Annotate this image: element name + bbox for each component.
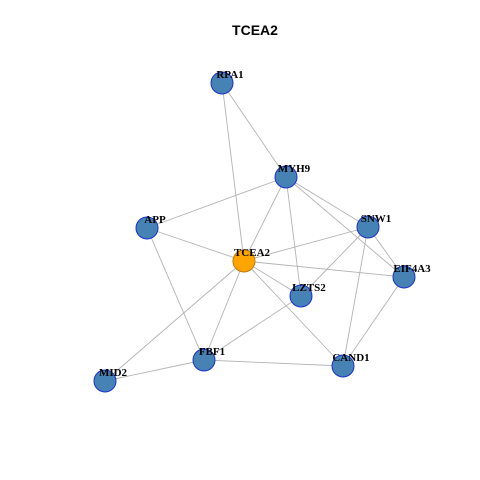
edge-myh9-lzts2 [285, 176, 302, 297]
edge-app-fbf1 [146, 227, 205, 361]
node-rpa1: RPA1 [210, 69, 244, 95]
node-fbf1: FBF1 [192, 346, 225, 372]
node-cand1: CAND1 [331, 352, 370, 378]
edge-tcea2-cand1 [243, 260, 344, 367]
node-label-snw1: SNW1 [361, 213, 392, 225]
node-label-mid2: MID2 [99, 367, 128, 379]
node-circle-app [135, 216, 159, 240]
edge-fbf1-cand1 [203, 359, 344, 367]
edge-lzts2-fbf1 [203, 295, 302, 361]
node-label-fbf1: FBF1 [199, 346, 225, 358]
node-circle-eif4a3 [392, 265, 416, 289]
node-lzts2: LZTS2 [289, 282, 326, 308]
node-circle-fbf1 [192, 348, 216, 372]
node-label-rpa1: RPA1 [216, 69, 243, 81]
node-label-cand1: CAND1 [332, 352, 369, 364]
edge-myh9-snw1 [285, 176, 369, 228]
node-snw1: SNW1 [356, 213, 392, 239]
edge-tcea2-mid2 [104, 260, 245, 382]
node-circle-myh9 [274, 165, 298, 189]
node-label-app: APP [144, 214, 166, 226]
node-app: APP [135, 214, 166, 240]
edge-rpa1-myh9 [221, 82, 287, 178]
node-circle-mid2 [93, 369, 117, 393]
node-circle-lzts2 [289, 284, 313, 308]
edge-snw1-lzts2 [300, 226, 369, 297]
edge-fbf1-mid2 [104, 359, 205, 382]
node-label-lzts2: LZTS2 [292, 282, 326, 294]
node-circle-cand1 [331, 354, 355, 378]
edge-myh9-tcea2 [243, 176, 287, 262]
node-tcea2: TCEA2 [232, 247, 271, 273]
node-circle-rpa1 [210, 71, 234, 95]
node-label-tcea2: TCEA2 [234, 247, 271, 259]
node-label-myh9: MYH9 [278, 163, 311, 175]
edge-tcea2-eif4a3 [243, 260, 405, 278]
node-circle-tcea2 [232, 249, 256, 273]
node-label-eif4a3: EIF4A3 [393, 263, 431, 275]
node-myh9: MYH9 [274, 163, 311, 189]
graph-title: TCEA2 [232, 22, 278, 38]
node-circle-snw1 [356, 215, 380, 239]
node-eif4a3: EIF4A3 [392, 263, 431, 289]
edge-snw1-cand1 [342, 226, 369, 367]
edge-rpa1-tcea2 [221, 82, 245, 262]
edge-tcea2-fbf1 [203, 260, 245, 361]
node-mid2: MID2 [93, 367, 128, 393]
edge-myh9-eif4a3 [285, 176, 405, 278]
edge-myh9-app [146, 176, 287, 229]
edge-app-tcea2 [146, 227, 245, 262]
edge-eif4a3-cand1 [342, 276, 405, 367]
edge-snw1-tcea2 [243, 226, 369, 262]
